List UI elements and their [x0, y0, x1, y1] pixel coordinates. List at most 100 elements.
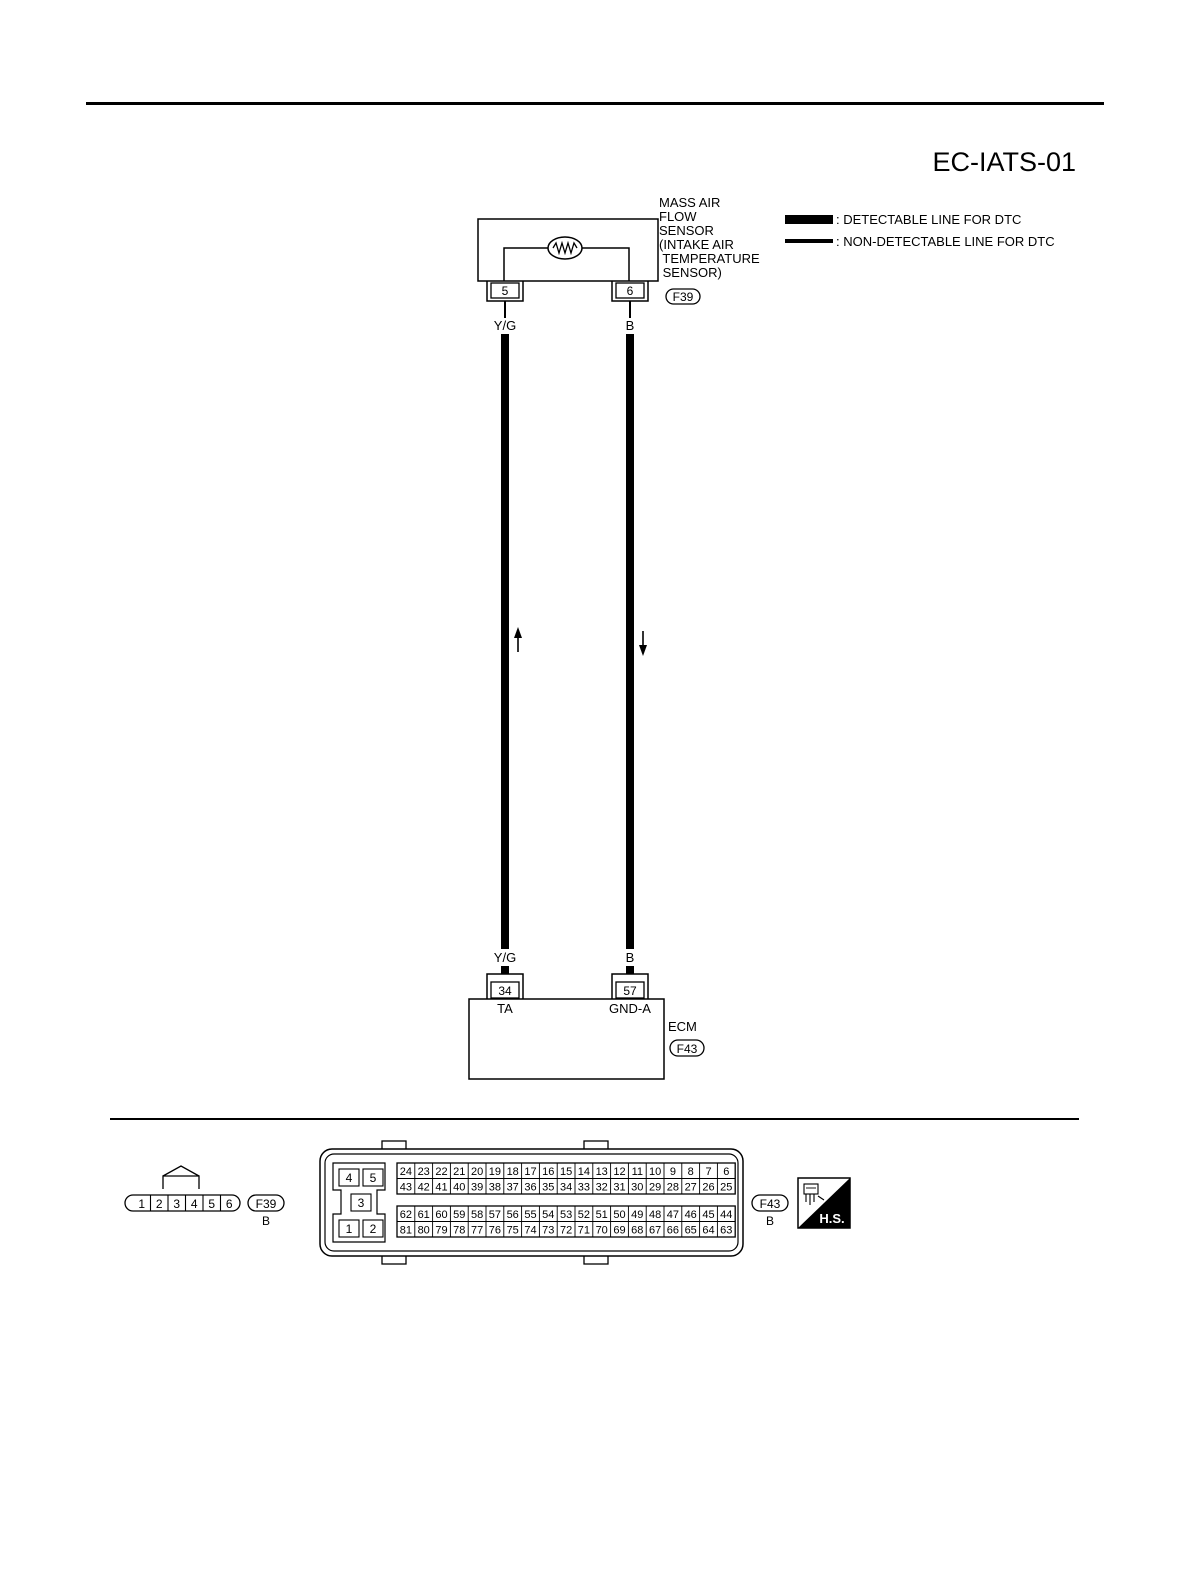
f43-terminal-22: 22: [435, 1166, 447, 1178]
f43-terminal-27: 27: [685, 1182, 697, 1194]
f43-terminal-59: 59: [453, 1209, 465, 1221]
sensor-name-line-6: SENSOR): [659, 265, 722, 280]
f43-terminal-15: 15: [560, 1166, 572, 1178]
f43-terminal-42: 42: [418, 1182, 430, 1194]
hs-badge: H.S.: [797, 1177, 851, 1229]
f43-terminal-47: 47: [667, 1209, 679, 1221]
f43-terminal-14: 14: [578, 1166, 590, 1178]
sensor-name-line-1: MASS AIR: [659, 195, 720, 210]
f43-terminal-25: 25: [720, 1182, 732, 1194]
f43-view-id: F43: [760, 1197, 781, 1211]
f43-terminal-41: 41: [435, 1182, 447, 1194]
ecm-body: [468, 998, 665, 1080]
sensor-connector-id: F39: [673, 290, 694, 304]
f43-terminal-28: 28: [667, 1182, 679, 1194]
legend-non-detectable-swatch: [785, 239, 833, 243]
f43-view-color: B: [766, 1214, 774, 1228]
f43-terminal-39: 39: [471, 1182, 483, 1194]
sensor-connector-tag: [665, 288, 701, 305]
arrow-up-icon: [514, 627, 522, 652]
wire-b: B B: [626, 301, 647, 974]
sensor-name-line-3: SENSOR: [659, 223, 714, 238]
f43-terminal-64: 64: [702, 1225, 714, 1237]
f43-terminal-9: 9: [670, 1166, 676, 1178]
f43-terminal-54: 54: [542, 1209, 554, 1221]
f43-terminal-58: 58: [471, 1209, 483, 1221]
f43-terminal-18: 18: [507, 1166, 519, 1178]
ecm-connector-id: F43: [677, 1042, 698, 1056]
f43-terminal-57: 57: [489, 1209, 501, 1221]
f43-terminal-7: 7: [705, 1166, 711, 1178]
f43-terminal-72: 72: [560, 1225, 572, 1237]
legend-detectable-label: : DETECTABLE LINE FOR DTC: [836, 212, 1021, 227]
f43-terminal-77: 77: [471, 1225, 483, 1237]
f43-terminal-75: 75: [507, 1225, 519, 1237]
f43-terminal-81: 81: [400, 1225, 412, 1237]
wire-y-g-color-top: Y/G: [494, 318, 516, 333]
f43-terminal-69: 69: [613, 1225, 625, 1237]
f43-small-block: [332, 1162, 386, 1243]
sensor-pin-6: 6: [611, 281, 649, 302]
f43-terminal-34: 34: [560, 1182, 572, 1194]
sensor-pin-6-number: 6: [627, 284, 634, 298]
f43-terminal-46: 46: [685, 1209, 697, 1221]
legend-detectable-swatch: [785, 215, 833, 224]
f43-terminal-44: 44: [720, 1209, 732, 1221]
f39-view-tag: [247, 1194, 285, 1212]
f43-terminal-13: 13: [596, 1166, 608, 1178]
f43-terminal-55: 55: [524, 1209, 536, 1221]
f39-terminal-6: 6: [226, 1197, 233, 1211]
f43-terminal-6: 6: [723, 1166, 729, 1178]
harness-connector-icon: [803, 1183, 825, 1205]
f43-terminal-26: 26: [702, 1182, 714, 1194]
wire-y-g: Y/G Y/G: [494, 301, 522, 974]
f43-terminal-30: 30: [631, 1182, 643, 1194]
mass-air-flow-sensor: MASS AIR FLOW SENSOR (INTAKE AIR TEMPERA…: [477, 195, 760, 305]
f39-terminal-4: 4: [191, 1197, 198, 1211]
f43-terminal-56: 56: [507, 1209, 519, 1221]
f43-terminal-60: 60: [435, 1209, 447, 1221]
f43-terminal-40: 40: [453, 1182, 465, 1194]
f43-terminal-35: 35: [542, 1182, 554, 1194]
f43-terminal-76: 76: [489, 1225, 501, 1237]
sensor-name-line-4: (INTAKE AIR: [659, 237, 734, 252]
f43-terminal-29: 29: [649, 1182, 661, 1194]
f43-terminal-43: 43: [400, 1182, 412, 1194]
f43-terminal-61: 61: [418, 1209, 430, 1221]
ecm-pin-34-number: 34: [498, 984, 512, 998]
f39-latch: [162, 1175, 200, 1189]
f43-terminal-74: 74: [524, 1225, 536, 1237]
sensor-pin-5: 5: [486, 281, 524, 302]
f39-terminal-3: 3: [173, 1197, 180, 1211]
f39-terminal-2: 2: [156, 1197, 163, 1211]
wire-b-color-bottom: B: [626, 950, 635, 965]
wire-y-g-line: [501, 334, 509, 949]
f43-terminal-51: 51: [596, 1209, 608, 1221]
f43-terminal-11: 11: [632, 1166, 643, 1178]
f43-terminal-53: 53: [560, 1209, 572, 1221]
ecm-module: TA GND-A ECM F43: [468, 998, 705, 1080]
ecm-pin-34: 34: [486, 973, 524, 999]
f43-terminal-71: 71: [578, 1225, 590, 1237]
f43-terminal-52: 52: [578, 1209, 590, 1221]
f43-small-terminal-4: 4: [346, 1171, 353, 1185]
f43-terminal-36: 36: [524, 1182, 536, 1194]
ecm-pin-57: 57: [611, 973, 649, 999]
f43-terminal-62: 62: [400, 1209, 412, 1221]
f43-terminal-70: 70: [596, 1225, 608, 1237]
sensor-name-line-5: TEMPERATURE: [659, 251, 760, 266]
f43-terminal-49: 49: [631, 1209, 643, 1221]
sensor-name-line-2: FLOW: [659, 209, 697, 224]
f43-terminal-19: 19: [489, 1166, 501, 1178]
f43-terminal-63: 63: [720, 1225, 732, 1237]
f43-terminal-20: 20: [471, 1166, 483, 1178]
ecm-terminal-ta: TA: [497, 1001, 513, 1016]
f43-small-terminal-1: 1: [346, 1222, 353, 1236]
f43-terminal-31: 31: [613, 1182, 625, 1194]
f43-small-terminal-5: 5: [370, 1171, 377, 1185]
f43-terminal-37: 37: [507, 1182, 519, 1194]
f43-terminal-10: 10: [649, 1166, 661, 1178]
f39-housing: [124, 1194, 241, 1212]
f43-terminal-66: 66: [667, 1225, 679, 1237]
